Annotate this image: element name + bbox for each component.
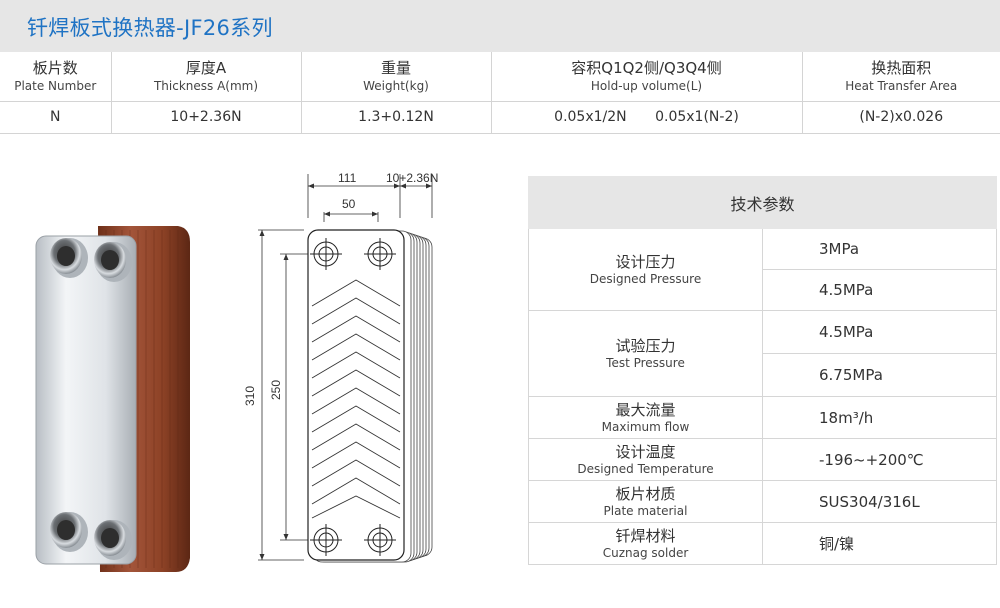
param-row-design-temp: 设计温度 Designed Temperature -196~+200℃	[528, 438, 998, 481]
param-table: 技术参数 设计压力 Designed Pressure 3MPa 4.5MPa …	[527, 176, 998, 565]
param-value-solder: 铜/镍	[761, 522, 998, 565]
param-row-design-pressure-2: 4.5MPa	[529, 269, 998, 311]
param-value-design-temp: -196~+200℃	[761, 438, 998, 481]
title-bar: 钎焊板式换热器-JF26系列	[0, 0, 1000, 52]
spec-value-area: (N-2)x0.026	[801, 101, 1000, 134]
nozzle-top-left	[50, 238, 88, 278]
dim-label-thickness: 10+2.36N	[386, 171, 438, 185]
page-title: 钎焊板式换热器-JF26系列	[27, 16, 273, 40]
spec-table: 板片数 Plate Number 厚度A Thickness A(mm) 重量 …	[0, 52, 1000, 134]
param-header-row: 技术参数	[527, 176, 998, 229]
dim-label-height: 310	[243, 386, 257, 406]
spec-header-thickness: 厚度A Thickness A(mm)	[110, 52, 301, 102]
param-value-max-flow: 18m³/h	[761, 396, 998, 439]
port-top-left	[310, 238, 342, 270]
param-value-test-pressure-1: 4.5MPa	[761, 310, 998, 354]
technical-drawing: 111 10+2.36N 50 310 250	[243, 171, 438, 563]
spec-header-volume: 容积Q1Q2侧/Q3Q4侧 Hold-up volume(L)	[490, 52, 802, 102]
param-row-max-flow: 最大流量 Maximum flow 18m³/h	[528, 396, 998, 439]
spec-value-weight: 1.3+0.12N	[300, 101, 491, 134]
param-row-solder: 钎焊材料 Cuznag solder 铜/镍	[528, 522, 998, 565]
param-label-test-pressure: 试验压力 Test Pressure	[528, 310, 763, 397]
param-row-test-pressure-2: 6.75MPa	[529, 353, 998, 397]
spec-value-volume-q3q4: 0.05x1(N-2)	[655, 109, 739, 125]
param-row-design-pressure: 设计压力 Designed Pressure 3MPa	[528, 228, 998, 311]
param-header: 技术参数	[527, 176, 998, 229]
port-bottom-right	[364, 524, 396, 556]
product-photo	[35, 226, 190, 572]
spec-value-thickness: 10+2.36N	[110, 101, 301, 134]
param-label-solder: 钎焊材料 Cuznag solder	[528, 522, 763, 565]
param-label-design-temp: 设计温度 Designed Temperature	[528, 438, 763, 481]
spec-value-volume: 0.05x1/2N 0.05x1(N-2)	[490, 101, 802, 134]
nozzle-top-right	[94, 242, 132, 282]
dim-label-port-height: 250	[269, 380, 283, 400]
dim-label-width: 111	[338, 171, 357, 185]
port-bottom-left	[310, 524, 342, 556]
param-label-max-flow: 最大流量 Maximum flow	[528, 396, 763, 439]
param-row-plate-material: 板片材质 Plate material SUS304/316L	[528, 480, 998, 523]
spec-header-area: 换热面积 Heat Transfer Area	[801, 52, 1000, 102]
param-value-design-pressure-2: 4.5MPa	[761, 269, 998, 311]
param-row-test-pressure: 试验压力 Test Pressure 4.5MPa	[528, 310, 998, 397]
nozzle-bottom-right	[94, 520, 132, 560]
spec-value-plate-number: N	[0, 101, 111, 134]
spec-header-plate-number: 板片数 Plate Number	[0, 52, 111, 102]
chevron-pattern	[311, 279, 401, 519]
spec-header-weight: 重量 Weight(kg)	[300, 52, 491, 102]
param-label-design-pressure: 设计压力 Designed Pressure	[528, 228, 763, 311]
spec-header-row: 板片数 Plate Number 厚度A Thickness A(mm) 重量 …	[0, 52, 1000, 102]
param-label-plate-material: 板片材质 Plate material	[528, 480, 763, 523]
nozzle-bottom-left	[50, 512, 88, 552]
spec-value-volume-q1q2: 0.05x1/2N	[554, 109, 627, 125]
spec-value-row: N 10+2.36N 1.3+0.12N 0.05x1/2N 0.05x1(N-…	[0, 101, 1000, 134]
dim-label-port-spacing: 50	[342, 197, 356, 211]
front-cover-plate	[35, 235, 137, 565]
param-value-plate-material: SUS304/316L	[761, 480, 998, 523]
port-top-right	[364, 238, 396, 270]
param-value-test-pressure-2: 6.75MPa	[761, 353, 998, 397]
param-value-design-pressure-1: 3MPa	[761, 228, 998, 270]
